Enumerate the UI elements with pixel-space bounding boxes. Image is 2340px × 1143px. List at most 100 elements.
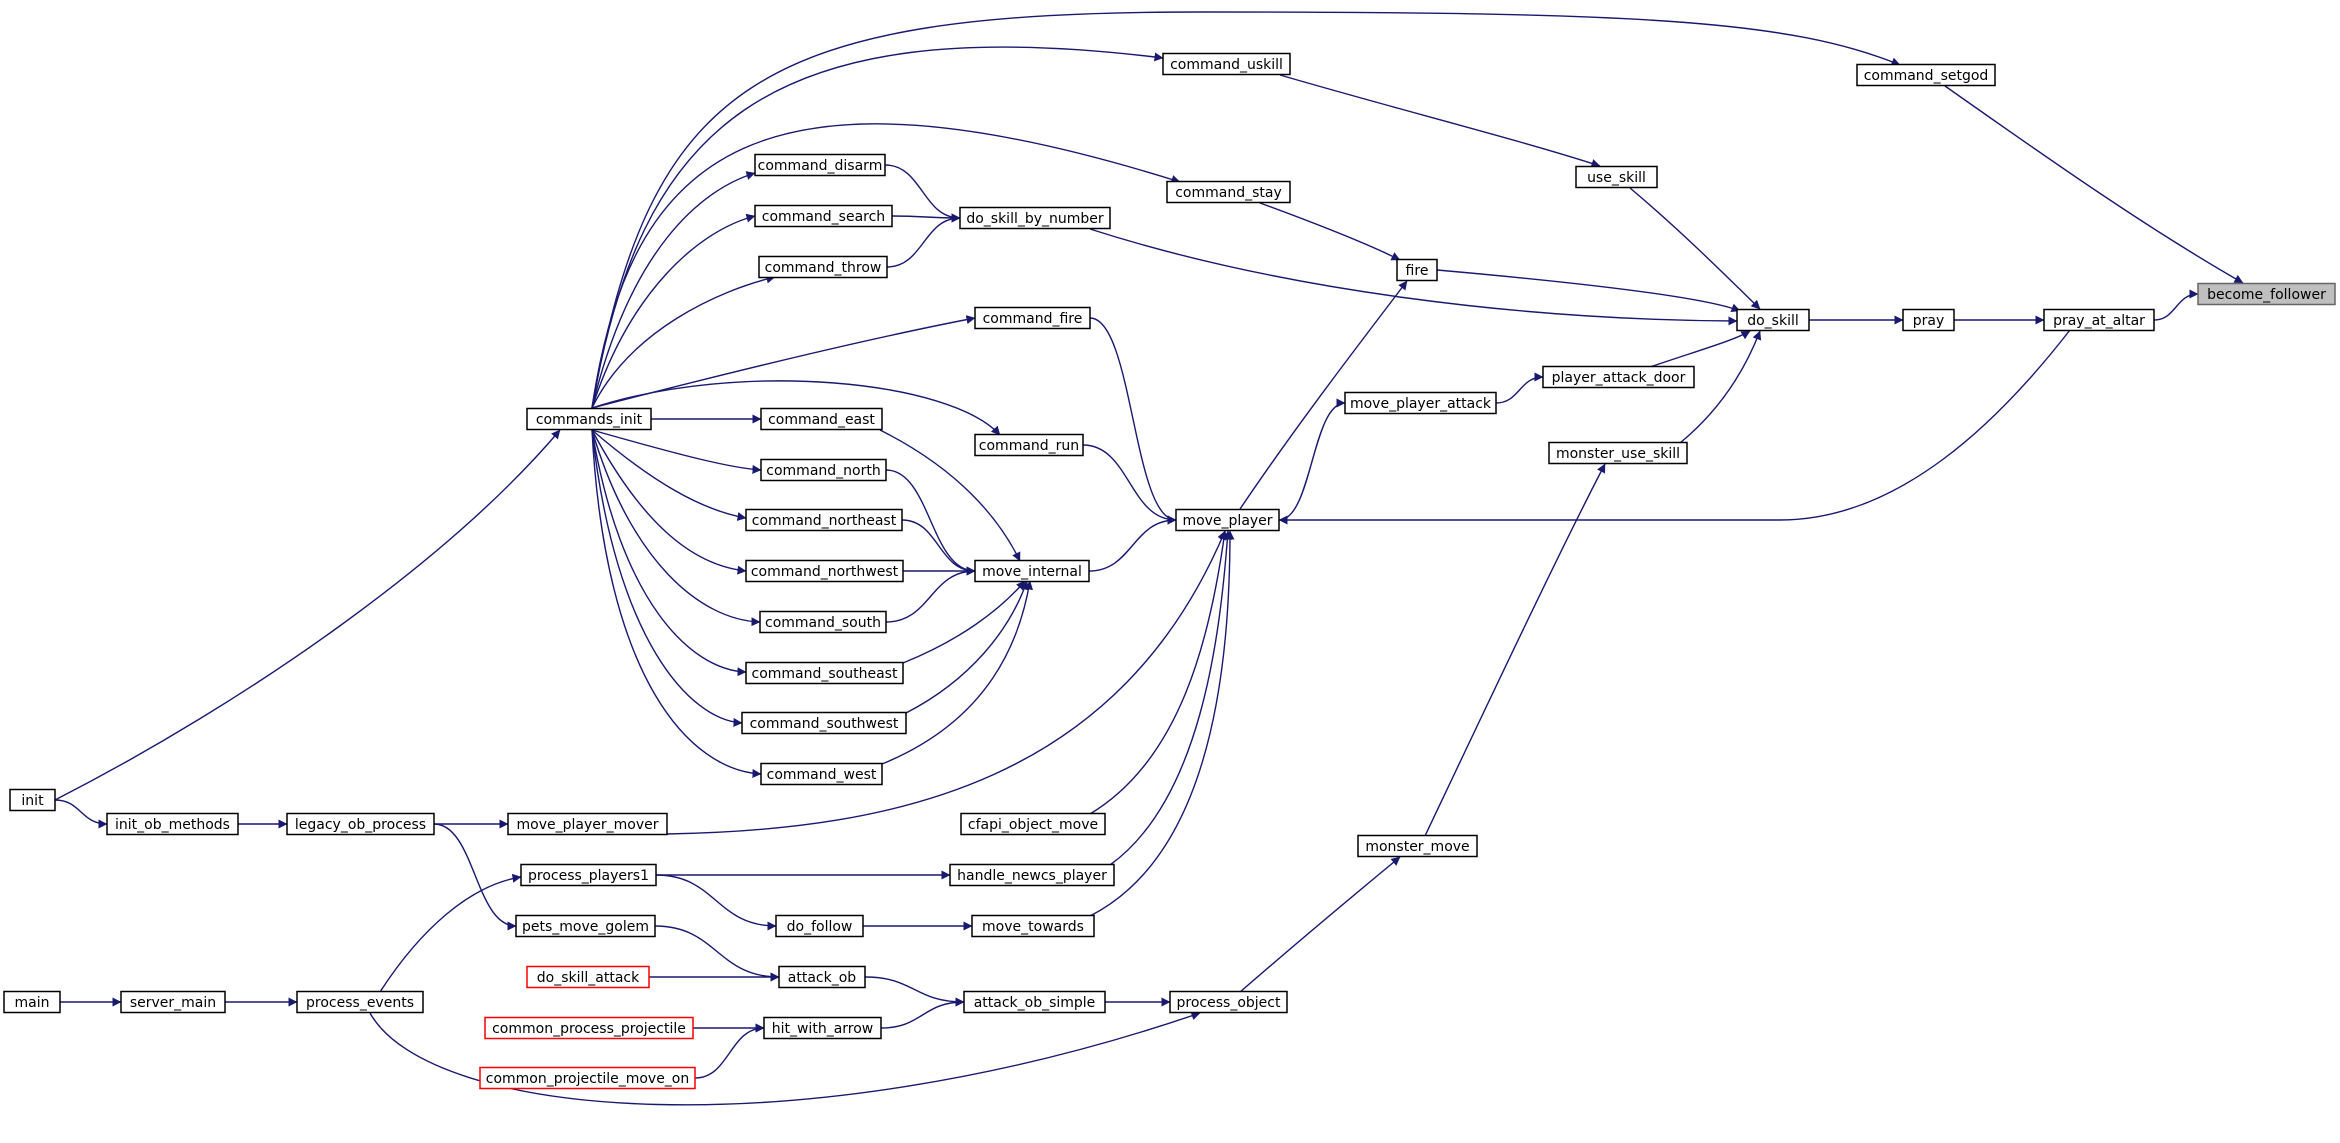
edge-line (591, 429, 761, 627)
node-fire[interactable]: fire (1396, 258, 1438, 282)
node-label: player_attack_door (1552, 370, 1686, 386)
node-box (1175, 508, 1280, 532)
node-main[interactable]: main (3, 990, 61, 1014)
node-legacy_ob_process[interactable]: legacy_ob_process (286, 812, 435, 836)
node-handle_newcs_player[interactable]: handle_newcs_player (949, 863, 1115, 887)
edge-move_towards-to-move_player (1089, 530, 1235, 917)
node-command_stay[interactable]: command_stay (1166, 180, 1291, 204)
node-label: do_follow (787, 919, 853, 935)
node-box (3, 990, 61, 1014)
node-do_skill[interactable]: do_skill (1736, 308, 1810, 332)
node-box (775, 914, 864, 938)
node-commands_init[interactable]: commands_init (526, 407, 652, 431)
node-move_player_mover[interactable]: move_player_mover (507, 812, 668, 836)
node-command_south[interactable]: command_south (759, 610, 887, 634)
node-box (526, 965, 650, 989)
node-common_process_projectile[interactable]: common_process_projectile (484, 1016, 694, 1040)
node-use_skill[interactable]: use_skill (1575, 165, 1658, 189)
node-command_setgod[interactable]: command_setgod (1856, 63, 1996, 87)
node-move_player_attack[interactable]: move_player_attack (1344, 391, 1497, 415)
node-move_towards[interactable]: move_towards (971, 914, 1095, 938)
node-command_search[interactable]: command_search (754, 204, 893, 228)
edge-line (1259, 202, 1401, 261)
node-pray_at_altar[interactable]: pray_at_altar (2043, 308, 2155, 332)
node-command_throw[interactable]: command_throw (758, 255, 888, 279)
node-cfapi_object_move[interactable]: cfapi_object_move (960, 812, 1106, 836)
node-box (754, 153, 886, 177)
edge-process_events-to-process_object (369, 1011, 1201, 1106)
node-label: command_southeast (752, 666, 898, 682)
edge-move_internal-to-move_player (1088, 515, 1177, 572)
node-move_internal[interactable]: move_internal (974, 559, 1090, 583)
node-command_west[interactable]: command_west (760, 762, 883, 786)
node-label: command_northwest (751, 564, 899, 580)
edge-commands_init-to-command_stay (591, 123, 1181, 409)
edge-line (54, 429, 561, 801)
node-box (741, 711, 907, 735)
node-attack_ob_simple[interactable]: attack_ob_simple (963, 990, 1106, 1014)
node-attack_ob[interactable]: attack_ob (778, 965, 866, 989)
edge-line (591, 429, 762, 779)
node-label: move_towards (982, 919, 1084, 935)
edge-line (1089, 228, 1738, 326)
node-process_object[interactable]: process_object (1169, 990, 1288, 1014)
node-do_skill_attack[interactable]: do_skill_attack (526, 965, 650, 989)
node-player_attack_door[interactable]: player_attack_door (1542, 365, 1695, 389)
edge-player_attack_door-to-do_skill (1649, 330, 1751, 368)
node-label: pets_move_golem (522, 919, 649, 935)
node-label: command_east (768, 412, 875, 428)
node-do_skill_by_number[interactable]: do_skill_by_number (959, 206, 1111, 230)
node-label: attack_ob (788, 970, 857, 986)
node-move_player[interactable]: move_player (1175, 508, 1280, 532)
node-process_players1[interactable]: process_players1 (520, 863, 657, 887)
edge-move_player-to-move_player_attack (1278, 398, 1346, 521)
edge-command_run-to-move_player (1082, 444, 1177, 525)
node-box (1575, 165, 1658, 189)
node-label: command_south (765, 615, 881, 631)
node-command_southwest[interactable]: command_southwest (741, 711, 907, 735)
edges-layer (54, 11, 2244, 1106)
node-init[interactable]: init (9, 788, 56, 812)
edge-line (884, 164, 961, 223)
node-server_main[interactable]: server_main (120, 990, 226, 1014)
edge-command_setgod-to-become_follower (1944, 85, 2244, 284)
nodes-layer: become_follower command_setgod pray_at_alt… (3, 52, 2336, 1090)
edge-hit_with_arrow-to-attack_ob_simple (880, 997, 965, 1029)
node-command_run[interactable]: command_run (974, 433, 1084, 457)
node-label: use_skill (1587, 170, 1646, 186)
edge-line (902, 580, 1026, 664)
node-command_east[interactable]: command_east (760, 407, 883, 431)
node-process_events[interactable]: process_events (296, 990, 424, 1014)
edge-init-to-commands_init (54, 429, 561, 801)
node-command_southeast[interactable]: command_southeast (745, 661, 904, 685)
node-command_fire[interactable]: command_fire (974, 306, 1091, 330)
node-become_follower[interactable]: become_follower (2197, 282, 2336, 306)
node-label: init (21, 793, 44, 809)
edge-line (591, 11, 1901, 409)
edge-line (666, 530, 1226, 835)
node-box (963, 990, 1106, 1014)
edge-move_player_mover-to-move_player (666, 530, 1226, 835)
node-init_ob_methods[interactable]: init_ob_methods (106, 812, 239, 836)
node-command_north[interactable]: command_north (760, 458, 887, 482)
node-pets_move_golem[interactable]: pets_move_golem (515, 914, 656, 938)
node-command_northwest[interactable]: command_northwest (745, 559, 904, 583)
node-command_uskill[interactable]: command_uskill (1162, 52, 1291, 76)
node-label: do_skill_by_number (966, 211, 1104, 227)
node-do_follow[interactable]: do_follow (775, 914, 864, 938)
node-pray[interactable]: pray (1902, 308, 1955, 332)
node-monster_use_skill[interactable]: monster_use_skill (1548, 441, 1688, 465)
node-label: init_ob_methods (115, 817, 230, 833)
edge-fire-to-do_skill (1436, 269, 1741, 313)
node-monster_move[interactable]: monster_move (1357, 834, 1478, 858)
edge-command_throw-to-do_skill_by_number (886, 213, 961, 268)
edge-command_stay-to-fire (1259, 202, 1401, 261)
node-command_disarm[interactable]: command_disarm (754, 153, 886, 177)
edge-command_east-to-move_internal (879, 429, 1021, 562)
edge-line (1089, 317, 1177, 525)
edge-move_player_attack-to-player_attack_door (1495, 372, 1544, 404)
node-common_projectile_move_on[interactable]: common_projectile_move_on (479, 1066, 696, 1090)
edge-handle_newcs_player-to-move_player (1109, 530, 1232, 866)
node-hit_with_arrow[interactable]: hit_with_arrow (763, 1016, 882, 1040)
node-command_northeast[interactable]: command_northeast (745, 508, 903, 532)
